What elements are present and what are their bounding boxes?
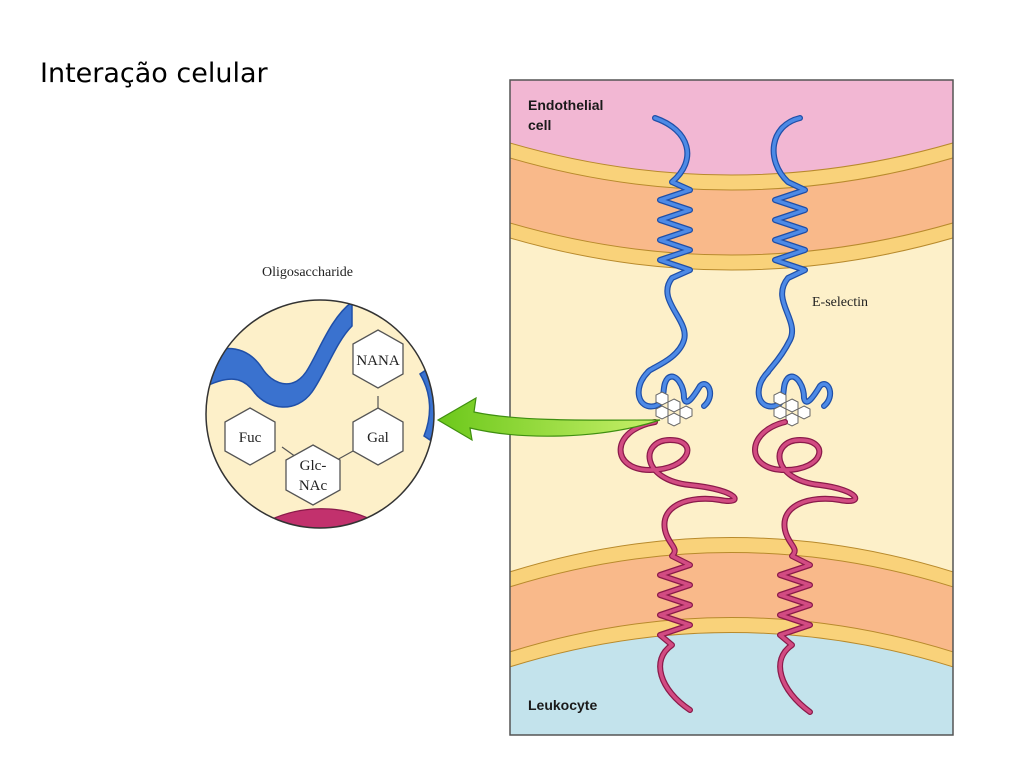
oligosaccharide-label: Oligosaccharide	[262, 265, 353, 280]
leukocyte-label: Leukocyte	[528, 697, 597, 713]
fuc-hexagon	[224, 407, 276, 466]
cell-panel	[510, 80, 953, 735]
fuc-label: Fuc	[239, 430, 262, 446]
oligosaccharide-right-small	[773, 391, 811, 427]
glcnac-hexagon	[285, 444, 341, 506]
e-selectin-right-core	[756, 116, 832, 409]
endothelial-cytoplasm	[510, 80, 953, 176]
zoom-arrow	[436, 396, 661, 442]
oligosaccharide-zoom-border	[205, 299, 435, 529]
cell-panel-border	[509, 79, 954, 736]
glcnac-label-line2: NAc	[299, 478, 328, 494]
endothelial-label: Endothelial	[528, 97, 603, 113]
endothelial-label-line2: cell	[528, 117, 551, 133]
e-selectin-left-core	[636, 116, 712, 409]
leukocyte-ligand-right-core	[753, 420, 858, 714]
leukocyte-cytoplasm	[510, 632, 953, 735]
glcnac-label-line1: Glc-	[300, 458, 327, 474]
gal-hexagon	[352, 407, 404, 466]
slide-title: Interação celular	[40, 58, 268, 89]
nana-hexagon	[352, 329, 404, 389]
oligosaccharide-zoom	[206, 300, 434, 528]
e-selectin-label: E-selectin	[812, 295, 868, 310]
leukocyte-ligand-left-core	[618, 420, 737, 712]
gal-label: Gal	[367, 430, 389, 446]
nana-label: NANA	[356, 353, 399, 369]
oligosaccharide-left-small	[655, 391, 693, 427]
